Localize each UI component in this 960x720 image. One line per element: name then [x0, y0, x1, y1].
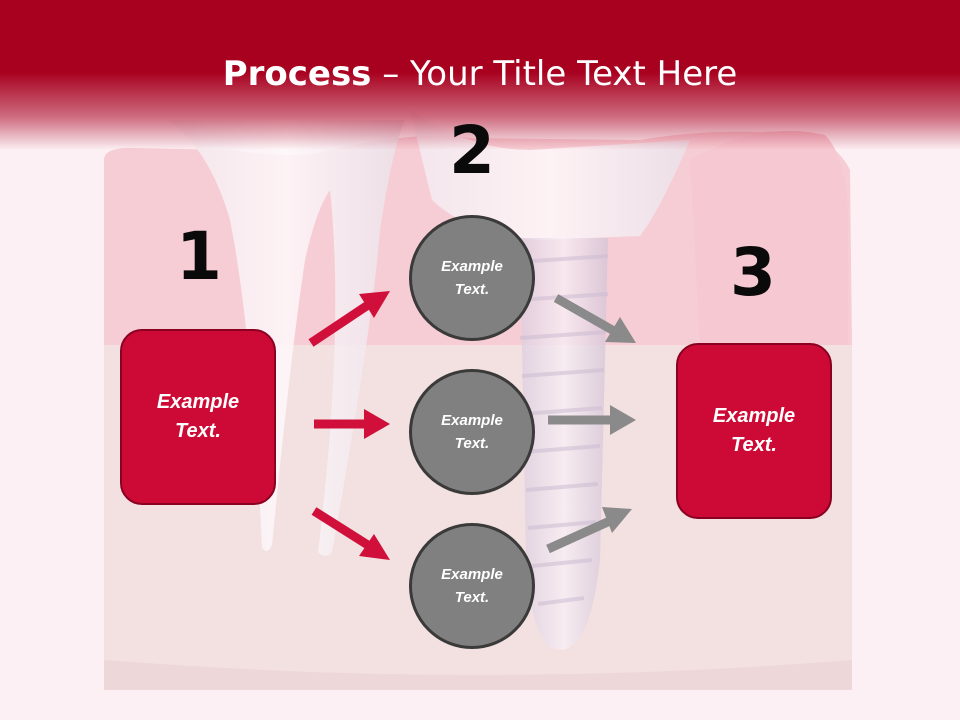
gray-arrow-middle [548, 405, 636, 435]
step-number-1: 1 [176, 218, 222, 295]
gray-arrow-up [546, 507, 632, 554]
slide-title: Process – Your Title Text Here [0, 52, 960, 96]
title-rest: – Your Title Text Here [371, 54, 738, 94]
step-2-circle-top: Example Text. [409, 215, 535, 341]
title-bold: Process [222, 54, 372, 94]
red-arrow-middle [314, 409, 390, 439]
step-number-3: 3 [730, 234, 776, 311]
step-1-box: Example Text. [120, 329, 276, 505]
step-3-box: Example Text. [676, 343, 832, 519]
red-arrow-up [308, 291, 390, 347]
step-2-circle-bottom: Example Text. [409, 523, 535, 649]
gray-arrow-down [553, 294, 636, 343]
step-2-circle-middle: Example Text. [409, 369, 535, 495]
step-number-2: 2 [449, 112, 495, 189]
title-band [0, 0, 960, 150]
red-arrow-down [311, 507, 390, 560]
